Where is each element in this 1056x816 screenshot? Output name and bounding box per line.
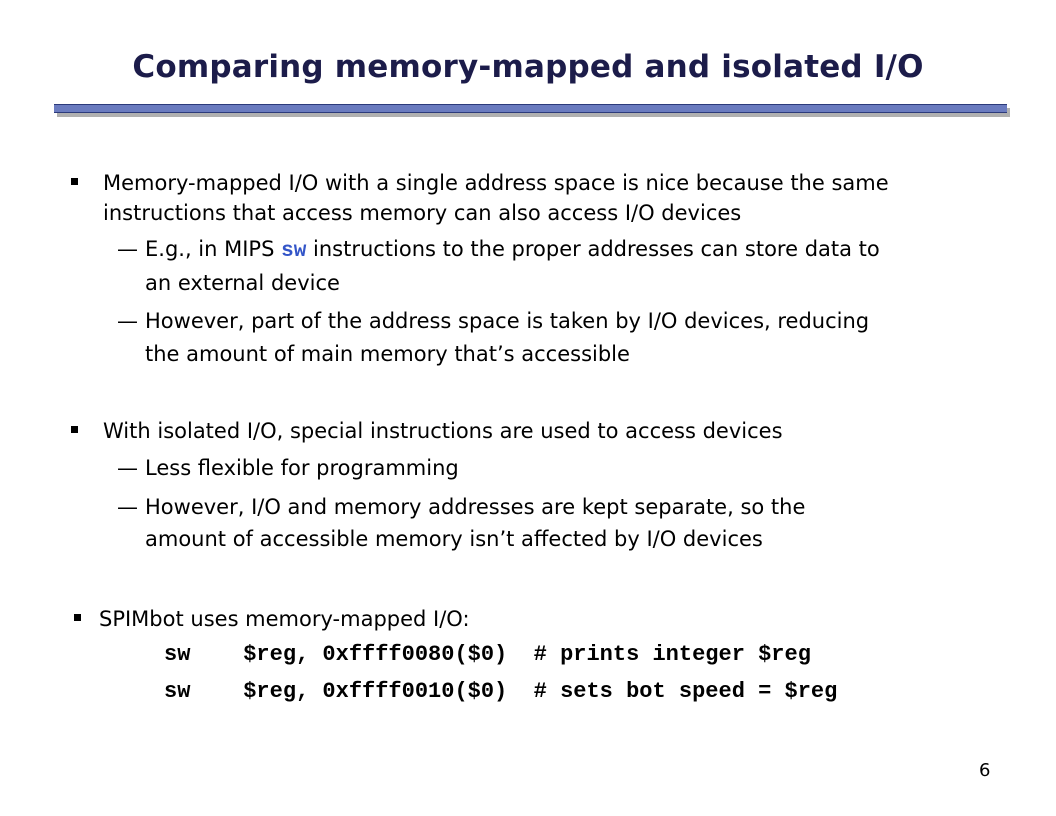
page-number: 6: [979, 760, 991, 781]
code-line-1: sw $reg, 0xffff0080($0) # prints integer…: [164, 642, 811, 667]
bullet-1-line-2: instructions that access memory can also…: [103, 201, 742, 225]
bullet-marker: [74, 614, 81, 621]
bullet-1-line-1: Memory-mapped I/O with a single address …: [103, 171, 889, 195]
bullet-marker: [71, 426, 78, 433]
sub-bullet-1-2-line-1: However, part of the address space is ta…: [145, 309, 870, 333]
dash-marker: —: [117, 309, 138, 333]
inline-code-sw: sw: [281, 240, 307, 263]
sub-bullet-1-1-line-2: an external device: [145, 271, 340, 295]
sub-bullet-2-1-line-1: Less flexible for programming: [145, 456, 459, 480]
bullet-marker: [71, 178, 78, 185]
sub-bullet-text: instructions to the proper addresses can…: [306, 237, 880, 261]
sub-bullet-2-2-line-2: amount of accessible memory isn’t affect…: [145, 527, 763, 551]
sub-bullet-1-2-line-2: the amount of main memory that’s accessi…: [145, 342, 630, 366]
slide-title: Comparing memory-mapped and isolated I/O: [132, 49, 924, 85]
bullet-2-line-1: With isolated I/O, special instructions …: [103, 419, 783, 443]
sub-bullet-text: E.g., in MIPS: [145, 237, 282, 261]
bullet-3-line-1: SPIMbot uses memory-mapped I/O:: [99, 607, 470, 631]
sub-bullet-2-2-line-1: However, I/O and memory addresses are ke…: [145, 495, 806, 519]
dash-marker: —: [117, 456, 138, 480]
dash-marker: —: [117, 495, 138, 519]
code-line-2: sw $reg, 0xffff0010($0) # sets bot speed…: [164, 679, 838, 704]
dash-marker: —: [117, 237, 138, 261]
sub-bullet-1-1-line-1: E.g., in MIPS sw instructions to the pro…: [145, 236, 880, 265]
title-underline-rule: [54, 104, 1007, 113]
